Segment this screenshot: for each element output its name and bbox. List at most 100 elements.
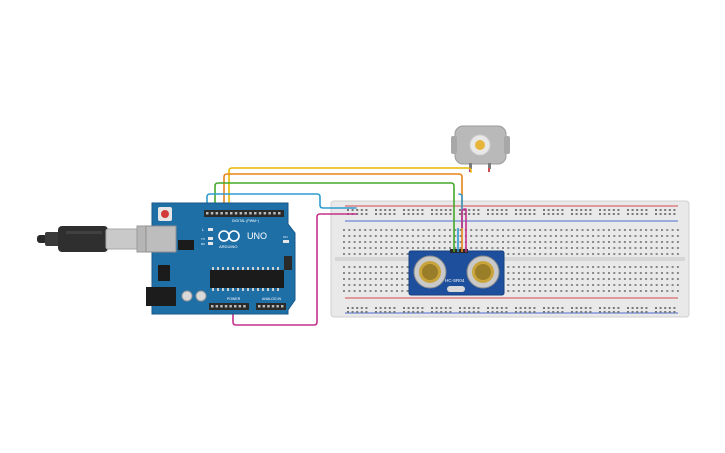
breadboard-hole <box>544 284 547 286</box>
breadboard-hole <box>608 229 610 231</box>
breadboard-hole <box>449 307 452 309</box>
breadboard-hole <box>517 229 520 231</box>
breadboard-hole <box>552 311 555 313</box>
breadboard-hole <box>507 235 510 237</box>
voltage-regulator <box>158 265 170 281</box>
breadboard-hole <box>640 307 643 309</box>
header-pin <box>220 305 223 308</box>
breadboard-hole <box>515 307 517 309</box>
breadboard-hole <box>491 247 494 249</box>
breadboard-hole <box>655 278 658 280</box>
breadboard-hole <box>597 235 600 237</box>
wire-magenta[interactable] <box>232 213 357 326</box>
breadboard-hole <box>459 209 461 211</box>
breadboard-hole <box>528 253 531 255</box>
wire-blue[interactable] <box>206 193 357 212</box>
wires[interactable] <box>206 167 472 326</box>
breadboard-hole <box>412 213 415 215</box>
breadboard-hole <box>533 266 536 268</box>
breadboard-hole <box>571 311 573 313</box>
digital-pins[interactable] <box>206 212 281 215</box>
wire-blue-segment[interactable] <box>458 193 463 229</box>
breadboard-hole <box>444 307 447 309</box>
power-header[interactable] <box>209 303 249 310</box>
breadboard-hole <box>570 278 573 280</box>
header-pin <box>267 305 270 308</box>
breadboard-hole <box>592 278 595 280</box>
chip-pin <box>267 288 269 291</box>
breadboard-hole <box>444 209 447 211</box>
breadboard-hole <box>655 311 657 313</box>
breadboard-hole <box>459 213 461 215</box>
breadboard-hole <box>560 284 563 286</box>
wire-orange[interactable] <box>223 173 463 229</box>
breadboard-hole <box>629 284 632 286</box>
breadboard-hole <box>673 311 676 313</box>
breadboard-hole <box>365 311 368 313</box>
breadboard-hole <box>612 213 615 215</box>
arduino-uno-board[interactable]: DIGITAL (PWM~) ARDUINO UNO L TX RX ON PO… <box>145 202 296 315</box>
breadboard-hole <box>393 311 396 313</box>
breadboard-hole <box>486 229 489 231</box>
breadboard-hole <box>403 213 405 215</box>
breadboard-hole <box>480 235 483 237</box>
breadboard-hole <box>443 229 446 231</box>
breadboard-hole <box>618 278 621 280</box>
led-on <box>283 240 289 243</box>
breadboard-hole <box>549 278 552 280</box>
breadboard-hole <box>650 247 653 249</box>
breadboard-hole <box>374 229 377 231</box>
breadboard[interactable] <box>330 200 690 318</box>
breadboard-hole <box>650 241 653 243</box>
breadboard-hole <box>380 284 383 286</box>
breadboard-hole <box>459 307 461 309</box>
breadboard-hole <box>477 307 480 309</box>
dc-motor[interactable] <box>451 125 510 172</box>
breadboard-hole <box>634 272 637 274</box>
breadboard-hole <box>650 278 653 280</box>
breadboard-hole <box>661 290 663 292</box>
breadboard-hole <box>608 235 610 237</box>
breadboard-hole <box>401 290 404 292</box>
breadboard-hole <box>645 213 648 215</box>
bottom-pins[interactable] <box>211 305 284 308</box>
ultrasonic-sensor[interactable]: HC-SR04 <box>408 228 505 296</box>
breadboard-hole <box>459 241 462 243</box>
breadboard-hole <box>629 290 632 292</box>
chip-pin <box>222 267 224 270</box>
breadboard-hole <box>589 209 592 211</box>
breadboard-hole <box>470 247 473 249</box>
breadboard-hole <box>623 278 626 280</box>
breadboard-hole <box>664 209 667 211</box>
breadboard-hole <box>431 209 433 211</box>
on-label: ON <box>283 235 288 239</box>
breadboard-hole <box>528 241 531 243</box>
digital-header[interactable] <box>204 210 284 217</box>
breadboard-hole <box>421 209 424 211</box>
breadboard-hole <box>599 213 601 215</box>
breadboard-hole <box>629 278 632 280</box>
breadboard-hole <box>343 272 345 274</box>
breadboard-hole <box>500 307 503 309</box>
header-pin <box>215 212 219 215</box>
breadboard-hole <box>575 213 578 215</box>
breadboard-hole <box>671 235 674 237</box>
breadboard-hole <box>552 307 555 309</box>
breadboard-hole <box>385 272 388 274</box>
breadboard-hole <box>496 311 499 313</box>
breadboard-hole <box>528 284 531 286</box>
breadboard-hole <box>512 229 515 231</box>
breadboard-hole <box>358 253 361 255</box>
breadboard-hole <box>385 284 388 286</box>
breadboard-hole <box>440 307 443 309</box>
breadboard-hole <box>369 272 372 274</box>
wire-yellow[interactable] <box>228 167 472 212</box>
analog-header[interactable] <box>256 303 286 310</box>
wire-green[interactable] <box>214 182 455 229</box>
breadboard-hole <box>380 253 383 255</box>
chip-pin <box>262 267 264 270</box>
breadboard-hole <box>666 290 669 292</box>
chip-pin <box>217 288 219 291</box>
wire-magenta-segment[interactable] <box>461 208 467 229</box>
